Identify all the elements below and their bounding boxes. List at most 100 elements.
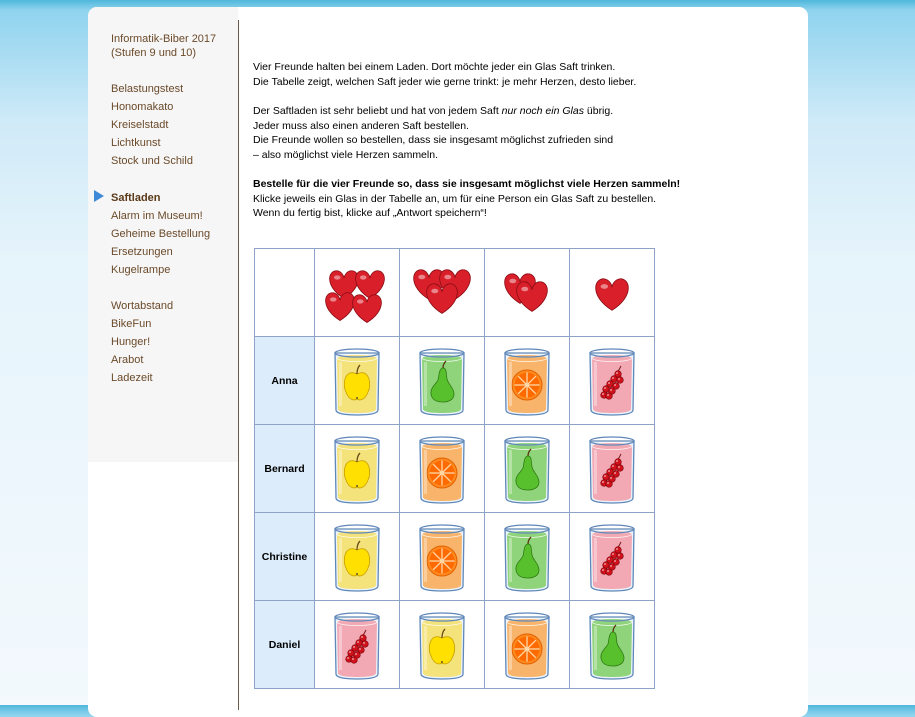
glass-cell[interactable] xyxy=(484,600,570,689)
glass-cell[interactable] xyxy=(484,424,570,513)
nav-item-kugelrampe[interactable]: Kugelrampe xyxy=(111,264,171,276)
sidebar-divider xyxy=(238,20,239,710)
task-text-line: Der Saftladen ist sehr beliebt und hat v… xyxy=(253,104,773,119)
apple-icon xyxy=(343,459,371,488)
orange-center xyxy=(525,382,529,387)
heart-shine xyxy=(329,297,337,302)
apple-stem xyxy=(356,452,361,462)
nav-item-wortabstand[interactable]: Wortabstand xyxy=(111,300,174,312)
juice-glass-icon[interactable] xyxy=(417,346,467,416)
nav-item-ersetzungen[interactable]: Ersetzungen xyxy=(111,246,173,258)
juice-glass-icon[interactable] xyxy=(502,346,552,416)
hearts-cell xyxy=(569,248,655,337)
glass-cell[interactable] xyxy=(314,600,400,689)
friend-name-cell: Bernard xyxy=(254,424,315,513)
berry-shine xyxy=(618,377,620,380)
orange-segment xyxy=(441,463,452,473)
glass-cell[interactable] xyxy=(314,424,400,513)
task-instruction: Bestelle für die vier Freunde so, dass s… xyxy=(253,178,681,190)
glass-cell[interactable] xyxy=(484,512,570,601)
glass-cell[interactable] xyxy=(569,424,655,513)
glass-rim xyxy=(504,347,550,358)
heart-icon xyxy=(325,292,355,321)
juice-glass-icon[interactable] xyxy=(587,346,637,416)
nav-item-honomakato[interactable]: Honomakato xyxy=(111,101,174,113)
nav-item-stock-und-schild[interactable]: Stock und Schild xyxy=(111,155,193,167)
juice-glass-icon[interactable] xyxy=(502,434,552,504)
glass-cell[interactable] xyxy=(484,336,570,425)
juice-glass-icon[interactable] xyxy=(502,522,552,592)
hearts-icon xyxy=(504,273,548,312)
apple-icon xyxy=(428,635,456,664)
glass-cell[interactable] xyxy=(399,512,485,601)
pear-icon xyxy=(430,367,455,402)
juice-glass-icon[interactable] xyxy=(417,522,467,592)
apple-stem xyxy=(356,364,361,374)
nav-item-alarm-im-museum[interactable]: Alarm im Museum! xyxy=(111,210,203,222)
glass-cell[interactable] xyxy=(314,336,400,425)
berry-shine xyxy=(361,635,363,638)
glass-cell[interactable] xyxy=(314,512,400,601)
hearts-icon xyxy=(325,270,385,323)
task-text-line: – also möglichst viele Herzen sammeln. xyxy=(253,148,438,161)
juice-glass-icon[interactable] xyxy=(587,522,637,592)
pear-icon xyxy=(515,455,540,490)
heart-shine xyxy=(521,286,529,292)
hearts-header-row xyxy=(254,248,655,337)
nav-title-line1: Informatik-Biber 2017 xyxy=(111,33,217,45)
nav-item-geheime-bestellung[interactable]: Geheime Bestellung xyxy=(111,228,211,240)
juice-glass-icon[interactable] xyxy=(502,610,552,680)
heart-shine xyxy=(444,274,452,280)
berry-shine xyxy=(616,547,618,550)
glass-cell[interactable] xyxy=(569,512,655,601)
friend-name-cell: Daniel xyxy=(254,600,315,689)
currant-berry xyxy=(602,560,610,569)
juice-glass-icon[interactable] xyxy=(332,522,382,592)
nav-item-kreiselstadt[interactable]: Kreiselstadt xyxy=(111,119,169,131)
berry-shine xyxy=(614,559,616,562)
berry-shine xyxy=(616,459,618,462)
nav-item-bikefun[interactable]: BikeFun xyxy=(111,318,152,330)
nav-item-lichtkunst[interactable]: Lichtkunst xyxy=(111,137,161,149)
currant-berry xyxy=(602,472,610,481)
berry-shine xyxy=(352,657,354,660)
orange-segment xyxy=(526,384,537,394)
berry-shine xyxy=(608,557,610,560)
juice-glass-icon[interactable] xyxy=(587,434,637,504)
nav-item-hunger[interactable]: Hunger! xyxy=(111,336,151,348)
juice-glass-icon[interactable] xyxy=(417,610,467,680)
orange-segment xyxy=(441,560,452,570)
glass-cell[interactable] xyxy=(399,336,485,425)
apple-dot xyxy=(356,484,358,487)
berry-shine xyxy=(357,640,359,643)
berry-shine xyxy=(347,656,349,659)
juice-glass-icon[interactable] xyxy=(587,610,637,680)
hearts-icon xyxy=(595,278,629,311)
table-corner-cell xyxy=(254,248,315,337)
juice-glass-icon[interactable] xyxy=(332,610,382,680)
nav-item-arabot[interactable]: Arabot xyxy=(111,354,144,366)
nav-group-3: Wortabstand BikeFun Hunger! Arabot Ladez… xyxy=(111,297,173,387)
sidebar xyxy=(88,7,238,462)
orange-segment xyxy=(517,384,528,394)
glass-rim xyxy=(589,523,635,534)
nav-item-ladezeit[interactable]: Ladezeit xyxy=(111,372,153,384)
nav-item-saftladen[interactable]: Saftladen xyxy=(111,192,161,204)
glass-cell[interactable] xyxy=(399,424,485,513)
glass-cell[interactable] xyxy=(569,336,655,425)
juice-glass-icon[interactable] xyxy=(332,434,382,504)
juice-glass-icon[interactable] xyxy=(332,346,382,416)
juice-glass-icon[interactable] xyxy=(417,434,467,504)
berry-shine xyxy=(607,393,609,396)
berry-shine xyxy=(618,465,620,468)
currant-berry xyxy=(616,463,624,472)
glass-cell[interactable] xyxy=(569,600,655,689)
berry-shine xyxy=(616,371,618,374)
nav-item-belastungstest[interactable]: Belastungstest xyxy=(111,83,184,95)
orange-segment xyxy=(432,463,443,473)
glass-cell[interactable] xyxy=(399,600,485,689)
orange-center xyxy=(525,646,529,651)
berry-shine xyxy=(604,386,606,389)
heart-shine xyxy=(431,288,439,294)
berry-shine xyxy=(608,469,610,472)
